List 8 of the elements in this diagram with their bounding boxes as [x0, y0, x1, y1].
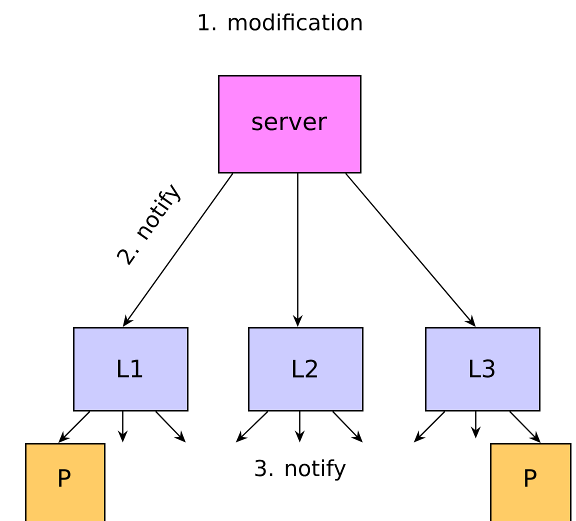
process-box: L3 [425, 327, 540, 412]
note-text: 1. modification [199, 13, 362, 30]
server-box: server [218, 75, 362, 174]
process-box: L2 [248, 327, 364, 412]
note-text: 3. notify [255, 459, 346, 481]
process-box: P [490, 443, 572, 521]
process-box: P [25, 443, 106, 521]
process-box: L1 [73, 327, 188, 412]
